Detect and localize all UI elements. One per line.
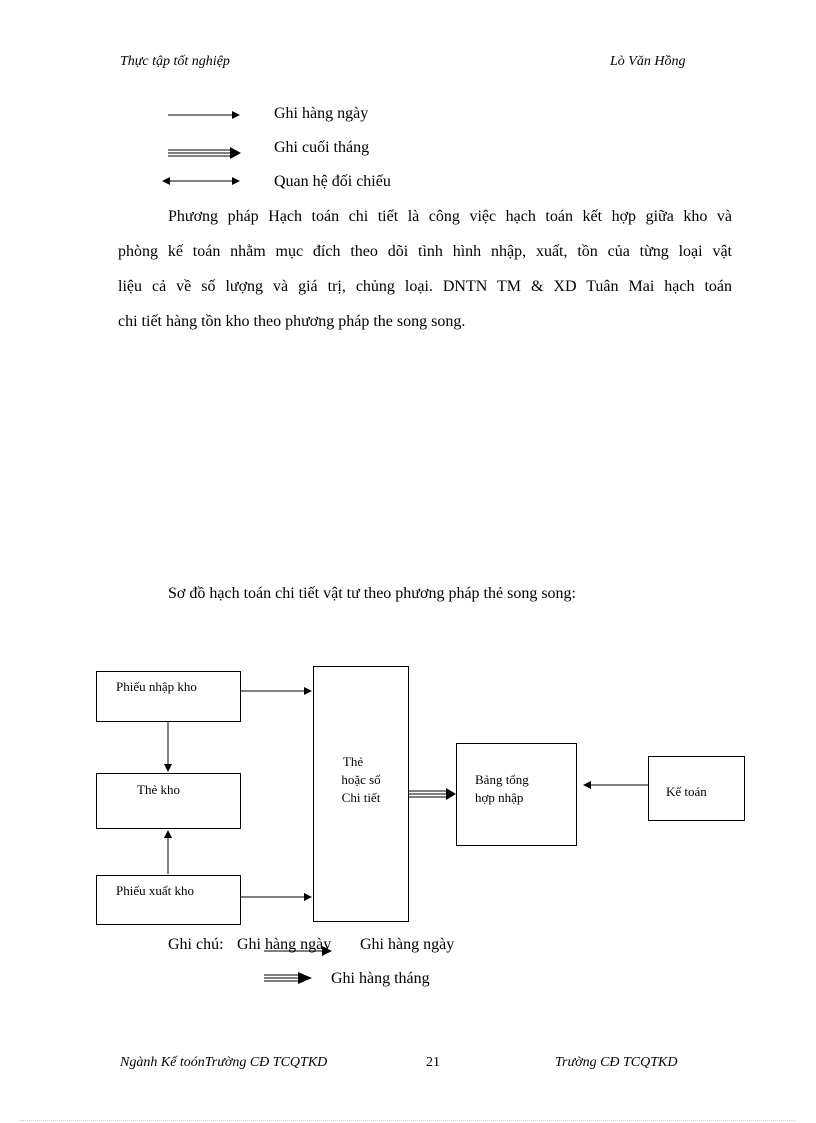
single-arrow-icon <box>168 111 240 119</box>
note-monthly: Ghi hàng tháng <box>331 970 430 987</box>
body-paragraph: Phương pháp Hạch toán chi tiết là công v… <box>118 199 732 339</box>
note-overlap-text: Ghi hàng ngày <box>237 936 332 953</box>
arrow-xuat-to-the-kho <box>164 830 172 874</box>
paragraph-line-1: Phương pháp Hạch toán chi tiết là công v… <box>168 208 732 225</box>
note-daily: Ghi hàng ngày <box>360 936 455 953</box>
box-ke-toan: Kế toán <box>648 756 745 821</box>
note-prefix: Ghi chú: <box>168 936 224 953</box>
footer-left: Ngành Kế toónTrường CĐ TCQTKD <box>120 1055 328 1070</box>
double-arrow-the-so-to-bang <box>409 788 456 800</box>
note-single-arrow-icon <box>264 946 332 956</box>
legend-daily-label: Ghi hàng ngày <box>274 105 369 122</box>
page-number: 21 <box>426 1055 440 1070</box>
box-the-hoac-so-chi-tiet: Thẻ hoặc sổ Chi tiết <box>313 666 409 922</box>
diagram-connectors <box>164 687 671 984</box>
bidirectional-arrow-icon <box>162 177 240 185</box>
legend-reconcile-label: Quan hệ đối chiếu <box>274 173 391 190</box>
box-ke-toan-label: Kế toán <box>666 784 707 799</box>
page-bottom-divider <box>20 1120 796 1121</box>
paragraph-line-2: phòng kế toán nhằm mục đích theo dõi tìn… <box>118 243 732 260</box>
note-double-arrow-icon <box>264 972 312 984</box>
box-the-so-line1: Thẻ <box>342 754 364 769</box>
box-phieu-xuat-kho: Phiếu xuất kho <box>96 875 241 925</box>
legend-arrows <box>162 111 241 185</box>
header-right: Lò Văn Hồng <box>610 54 686 69</box>
box-the-kho-label: Thẻ kho <box>137 782 180 797</box>
arrow-nhap-to-the-so <box>241 687 312 695</box>
diagram-title: Sơ đồ hạch toán chi tiết vật tư theo phư… <box>168 585 576 602</box>
arrow-xuat-to-the-so <box>241 893 312 901</box>
paragraph-line-3: liệu cả về số lượng và giá trị, chủng lo… <box>118 278 732 295</box>
double-arrow-icon <box>168 147 241 159</box>
box-phieu-nhap-kho-label: Phiếu nhập kho <box>116 679 197 694</box>
box-phieu-xuat-kho-label: Phiếu xuất kho <box>116 883 194 898</box>
box-the-so-line3: Chi tiết <box>341 790 381 805</box>
paragraph-line-4: chi tiết hàng tồn kho theo phương pháp t… <box>118 313 466 330</box>
arrow-nhap-to-the-kho <box>164 722 172 772</box>
box-the-so-line2: hoặc sổ <box>341 772 381 787</box>
box-bang-line1: Bảng tổng <box>475 772 529 787</box>
header-left: Thực tập tốt nghiệp <box>120 54 230 69</box>
legend-monthly-label: Ghi cuối tháng <box>274 139 370 156</box>
box-phieu-nhap-kho: Phiếu nhập kho <box>96 671 241 722</box>
box-bang-line2: hợp nhập <box>475 790 524 805</box>
box-the-kho: Thẻ kho <box>96 773 241 829</box>
footer-right: Trường CĐ TCQTKD <box>555 1055 678 1070</box>
box-bang-tong-hop-nhap: Bảng tổng hợp nhập <box>456 743 577 846</box>
